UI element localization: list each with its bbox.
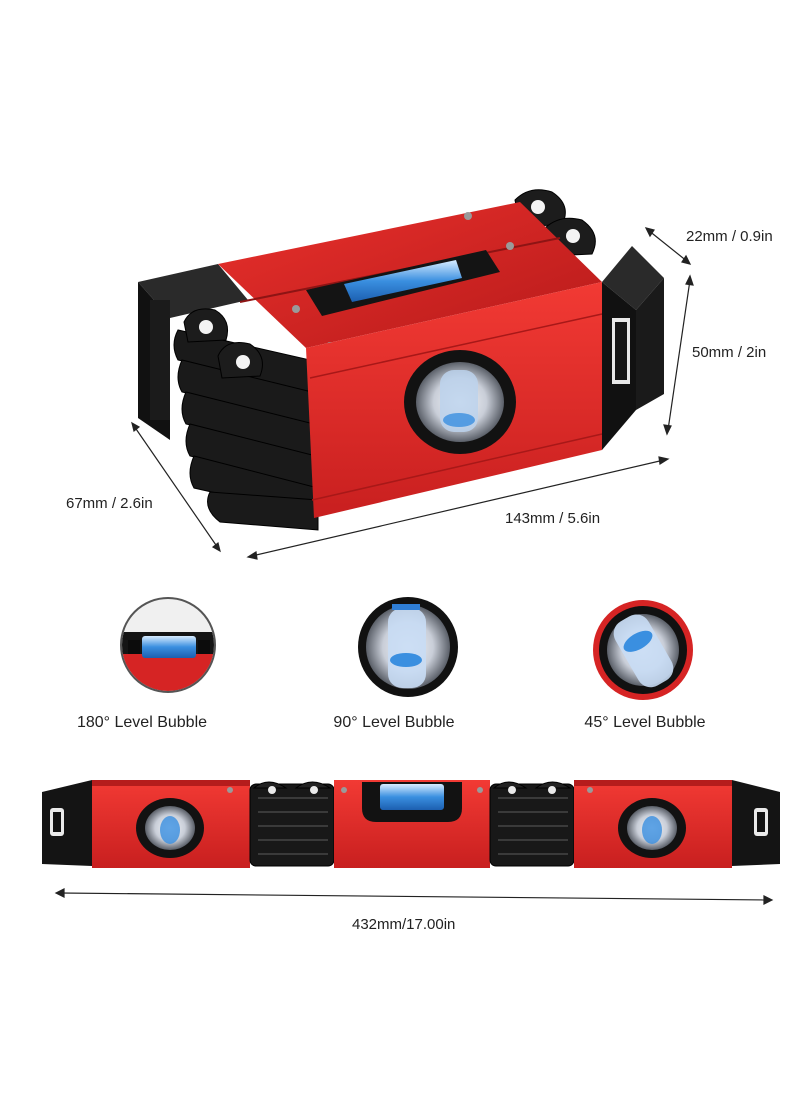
- bubble-90-caption: 90° Level Bubble: [333, 714, 455, 731]
- unfolded-level: [42, 780, 780, 868]
- bubble-45-caption: 45° Level Bubble: [584, 714, 706, 731]
- folded-level: [138, 189, 664, 531]
- bubble-180-closeup: [120, 597, 216, 693]
- bubble-45-closeup: [593, 600, 693, 700]
- thickness-label: 22mm / 0.9in: [686, 228, 773, 245]
- height-label: 50mm / 2in: [692, 344, 767, 361]
- unfolded-length-label: 432mm/17.00in: [352, 916, 456, 933]
- width-label: 67mm / 2.6in: [66, 495, 153, 512]
- bubble-180-caption: 180° Level Bubble: [76, 714, 208, 731]
- folded-length-label: 143mm / 5.6in: [505, 510, 601, 527]
- dimension-lines-top: [131, 227, 694, 560]
- bubble-90-closeup: [358, 597, 458, 697]
- dimension-line-bottom: [54, 888, 774, 905]
